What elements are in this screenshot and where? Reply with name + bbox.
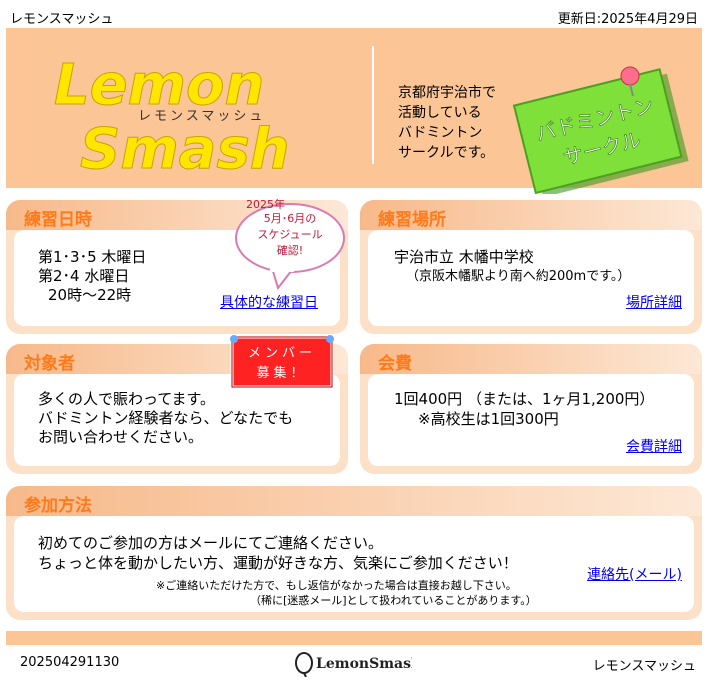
- intro-line: バドミントン: [398, 125, 483, 141]
- footer-site-name: レモンスマッシュ: [592, 659, 696, 674]
- logo-kana: レモンスマッシュ: [138, 109, 265, 124]
- footer-bar: [6, 631, 702, 645]
- circle-sticky-note: バドミントン サークル: [512, 66, 689, 194]
- pin-icon: [620, 66, 640, 86]
- join-line: ちょっと体を動かしたい方、運動が好きな方、気楽にご参加ください！: [38, 554, 518, 572]
- footer-logo[interactable]: LemonSmash: [292, 647, 412, 677]
- join-note: ※ご連絡いただけた方で、もし返信がなかった場合は直接お越し下さい。: [156, 579, 517, 592]
- access-counter: 202504291130: [20, 655, 120, 670]
- fee-card: 会費 1回400円 （または、1ヶ月1,200円） ※高校生は1回300円 会費…: [360, 344, 702, 474]
- join-card: 参加方法 初めてのご参加の方はメールにてご連絡ください。 ちょっと体を動かしたい…: [6, 486, 702, 620]
- place-access: （京阪木幡駅より南へ約200mです。）: [406, 269, 631, 284]
- racket-icon: [295, 652, 313, 674]
- pin-icon: [326, 335, 334, 343]
- card-title: 会費: [378, 354, 412, 374]
- intro-text: 京都府宇治市で 活動している バドミントン サークルです。: [398, 83, 496, 163]
- pin-icon: [230, 335, 238, 343]
- schedule-bubble[interactable]: 2025年 5月･6月の スケジュール 確認!: [232, 196, 348, 294]
- header-divider: [372, 46, 374, 164]
- card-title: 練習日時: [24, 210, 92, 230]
- site-name: レモンスマッシュ: [10, 12, 114, 27]
- fee-line: ※高校生は1回300円: [418, 410, 559, 428]
- card-title: 参加方法: [24, 496, 92, 516]
- logo-line1: Lemon: [54, 53, 264, 118]
- member-recruit-badge: メンバー 募集！: [230, 335, 334, 389]
- practice-time: 20時～22時: [48, 286, 132, 304]
- practice-day: 第1･3･5 木曜日: [38, 248, 147, 266]
- footer: 202504291130 レモンスマッシュ: [0, 652, 708, 676]
- place-name: 宇治市立 木幡中学校: [394, 248, 534, 266]
- badge-line: メンバー: [248, 346, 316, 361]
- join-note: （稀に[迷惑メール]として扱われていることがあります。）: [250, 594, 537, 607]
- fee-line: 1回400円 （または、1ヶ月1,200円）: [394, 390, 655, 408]
- lemonsmash-logo[interactable]: Lemon レモンスマッシュ Smash: [6, 28, 366, 188]
- bubble-line: 5月･6月の: [264, 212, 317, 225]
- contact-mail-link[interactable]: 連絡先(メール): [587, 567, 682, 583]
- top-bar: レモンスマッシュ 更新日:2025年4月29日: [0, 0, 708, 28]
- updated-date: 更新日:2025年4月29日: [557, 12, 698, 27]
- card-title: 練習場所: [378, 210, 446, 230]
- footer-logo-text: LemonSmash: [316, 656, 412, 672]
- intro-line: 活動している: [398, 105, 482, 121]
- target-line: お問い合わせください。: [38, 428, 204, 446]
- practice-schedule-link[interactable]: 具体的な練習日: [220, 295, 318, 311]
- target-line: バドミントン経験者なら、どなたでも: [38, 409, 294, 427]
- intro-line: 京都府宇治市で: [398, 85, 496, 101]
- place-detail-link[interactable]: 場所詳細: [626, 295, 682, 311]
- bubble-line: 確認!: [277, 243, 303, 257]
- fee-detail-link[interactable]: 会費詳細: [626, 439, 682, 455]
- practice-place-card: 練習場所 宇治市立 木幡中学校 （京阪木幡駅より南へ約200mです。） 場所詳細: [360, 200, 702, 334]
- bubble-year: 2025年: [246, 197, 285, 211]
- badge-line: 募集！: [256, 365, 307, 381]
- intro-line: サークルです。: [398, 145, 495, 161]
- bubble-line: スケジュール: [257, 228, 322, 241]
- practice-day: 第2･4 水曜日: [38, 267, 130, 285]
- card-title: 対象者: [24, 354, 75, 374]
- target-line: 多くの人で賑わってます。: [38, 390, 216, 408]
- header-banner: Lemon レモンスマッシュ Smash 京都府宇治市で 活動している バドミン…: [6, 28, 702, 194]
- logo-line2: Smash: [80, 117, 290, 182]
- join-line: 初めてのご参加の方はメールにてご連絡ください。: [38, 534, 384, 552]
